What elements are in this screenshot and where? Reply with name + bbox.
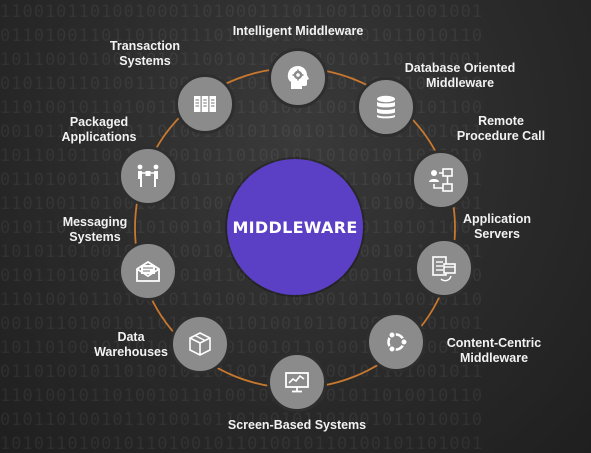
label-transaction-systems: Transaction Systems — [109, 39, 181, 68]
box-icon — [189, 332, 211, 356]
center-label: MIDDLEWARE — [232, 217, 358, 237]
node-application-servers — [414, 238, 474, 298]
label-database-oriented-middleware: Database Oriented Middleware — [404, 61, 516, 90]
node-messaging-systems — [118, 241, 178, 301]
label-screen-based-systems: Screen-Based Systems — [227, 418, 367, 432]
node-data-warehouses — [170, 314, 230, 374]
node-packaged-applications — [118, 146, 178, 206]
ubuntu-hub-icon — [387, 331, 408, 353]
node-remote-procedure-call — [411, 150, 471, 210]
label-content-centric-middleware: Content-Centric Middleware — [446, 336, 542, 365]
label-data-warehouses: Data Warehouses — [94, 330, 168, 359]
handover-icon — [137, 164, 159, 187]
node-database-oriented-middleware — [356, 77, 416, 137]
node-content-centric-middleware — [366, 312, 426, 372]
node-intelligent-middleware — [268, 48, 328, 108]
head-gear-icon — [287, 66, 309, 89]
label-messaging-systems: Messaging Systems — [62, 215, 128, 244]
envelope-icon — [136, 260, 160, 282]
node-transaction-systems — [175, 74, 235, 134]
label-application-servers: Application Servers — [462, 212, 532, 241]
label-remote-procedure-call: Remote Procedure Call — [456, 114, 546, 143]
middleware-center-circle: MIDDLEWARE — [227, 159, 363, 295]
procedure-flow-icon — [429, 168, 453, 192]
label-intelligent-middleware: Intelligent Middleware — [232, 24, 364, 38]
monitor-chart-icon — [285, 372, 309, 393]
database-icon — [377, 95, 395, 119]
server-window-icon — [432, 256, 456, 282]
node-screen-based-systems — [267, 352, 327, 412]
label-packaged-applications: Packaged Applications — [61, 115, 137, 144]
server-rack-icon — [194, 96, 216, 112]
